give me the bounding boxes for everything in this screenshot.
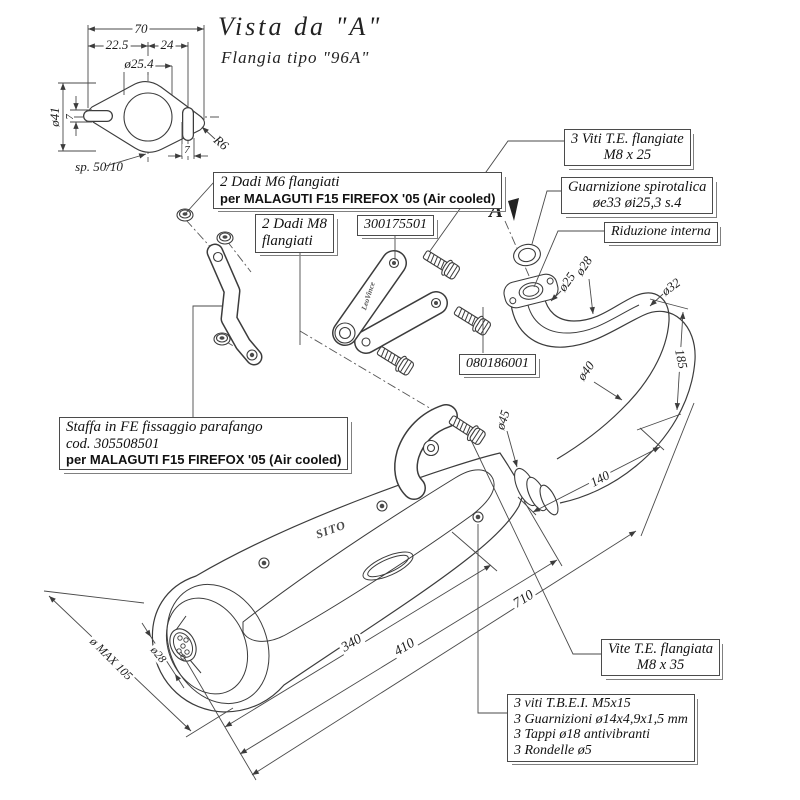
callout-staffa: Staffa in FE fissaggio parafango cod. 30…: [59, 417, 353, 474]
callout-riduzione: Riduzione interna: [604, 222, 722, 246]
callout-line: 2 Dadi M6 flangiati: [220, 174, 340, 190]
callout-line: flangiati: [262, 232, 313, 249]
dim-7-slot: 7: [64, 114, 76, 120]
callout-line: 3 Rondelle ø5: [514, 743, 592, 759]
dim-25-4: ø25.4: [122, 56, 156, 72]
hanger-links: [332, 250, 448, 354]
callout-line: cod. 305508501: [66, 435, 160, 452]
callout-line: 3 viti T.B.E.I. M5x15: [514, 696, 631, 711]
rivet: [376, 500, 388, 512]
dim-7-offset: 7: [182, 144, 192, 156]
callout-code-300175501: 300175501: [357, 215, 438, 239]
flange-detail-view: [58, 25, 220, 167]
dim-41: ø41: [47, 107, 62, 127]
callout-vite-te: Vite T.E. flangiata M8 x 35: [601, 639, 724, 681]
callout-kit: 3 viti T.B.E.I. M5x15 3 Guarnizioni ø14x…: [507, 694, 699, 765]
callout-line: M8 x 25: [603, 147, 652, 164]
callout-line: 2 Dadi M8: [262, 216, 327, 232]
callout-line: per MALAGUTI F15 FIREFOX '05 (Air cooled…: [66, 452, 342, 468]
rivet: [258, 557, 270, 569]
callout-line: 300175501: [364, 217, 427, 232]
callout-line: 3 Viti T.E. flangiate: [571, 131, 684, 147]
view-direction-arrow: [508, 198, 519, 221]
callout-line: 080186001: [466, 356, 529, 371]
dim-thickness: sp. 50/10: [75, 159, 123, 174]
muffler-dimensions: [43, 402, 695, 781]
dim-24: 24: [158, 37, 176, 53]
construction-lines: [185, 219, 534, 430]
callout-line: Riduzione interna: [611, 224, 711, 239]
hex-bolt: [373, 342, 416, 378]
muffler-side-panel: [242, 469, 495, 642]
callout-dadi-m8: 2 Dadi M8 flangiati: [255, 214, 338, 256]
view-title: Vista da "A": [218, 12, 383, 41]
view-subtitle: Flangia tipo "96A": [221, 48, 370, 67]
callout-viti-te: 3 Viti T.E. flangiate M8 x 25: [564, 129, 694, 171]
spiral-gasket: [513, 243, 541, 267]
rivet: [472, 511, 484, 523]
pipe-flange: [503, 273, 559, 309]
callout-line: Guarnizione spirotalica: [568, 179, 707, 195]
callout-line: per MALAGUTI F15 FIREFOX '05 (Air cooled…: [220, 190, 496, 206]
callout-line: øe33 øi25,3 s.4: [592, 195, 682, 212]
dim-70: 70: [132, 21, 150, 37]
callout-code-080186001: 080186001: [459, 354, 540, 378]
callout-dadi-m6: 2 Dadi M6 flangiati per MALAGUTI F15 FIR…: [213, 172, 507, 213]
hex-bolt: [450, 302, 493, 338]
staffa-bracket: [206, 243, 263, 366]
hex-bolt: [445, 411, 488, 448]
hex-bolt: [419, 246, 462, 282]
callout-line: 3 Guarnizioni ø14x4,9x1,5 mm: [514, 711, 688, 727]
callout-line: M8 x 35: [636, 657, 685, 674]
callout-line: 3 Tappi ø18 antivibranti: [514, 727, 651, 743]
callout-guarnizione: Guarnizione spirotalica øe33 øi25,3 s.4: [561, 177, 718, 219]
callout-line: Staffa in FE fissaggio parafango: [66, 419, 263, 435]
callout-line: Vite T.E. flangiata: [608, 641, 713, 657]
pipe-dimensions: [506, 278, 689, 516]
dim-22-5: 22.5: [103, 37, 131, 53]
